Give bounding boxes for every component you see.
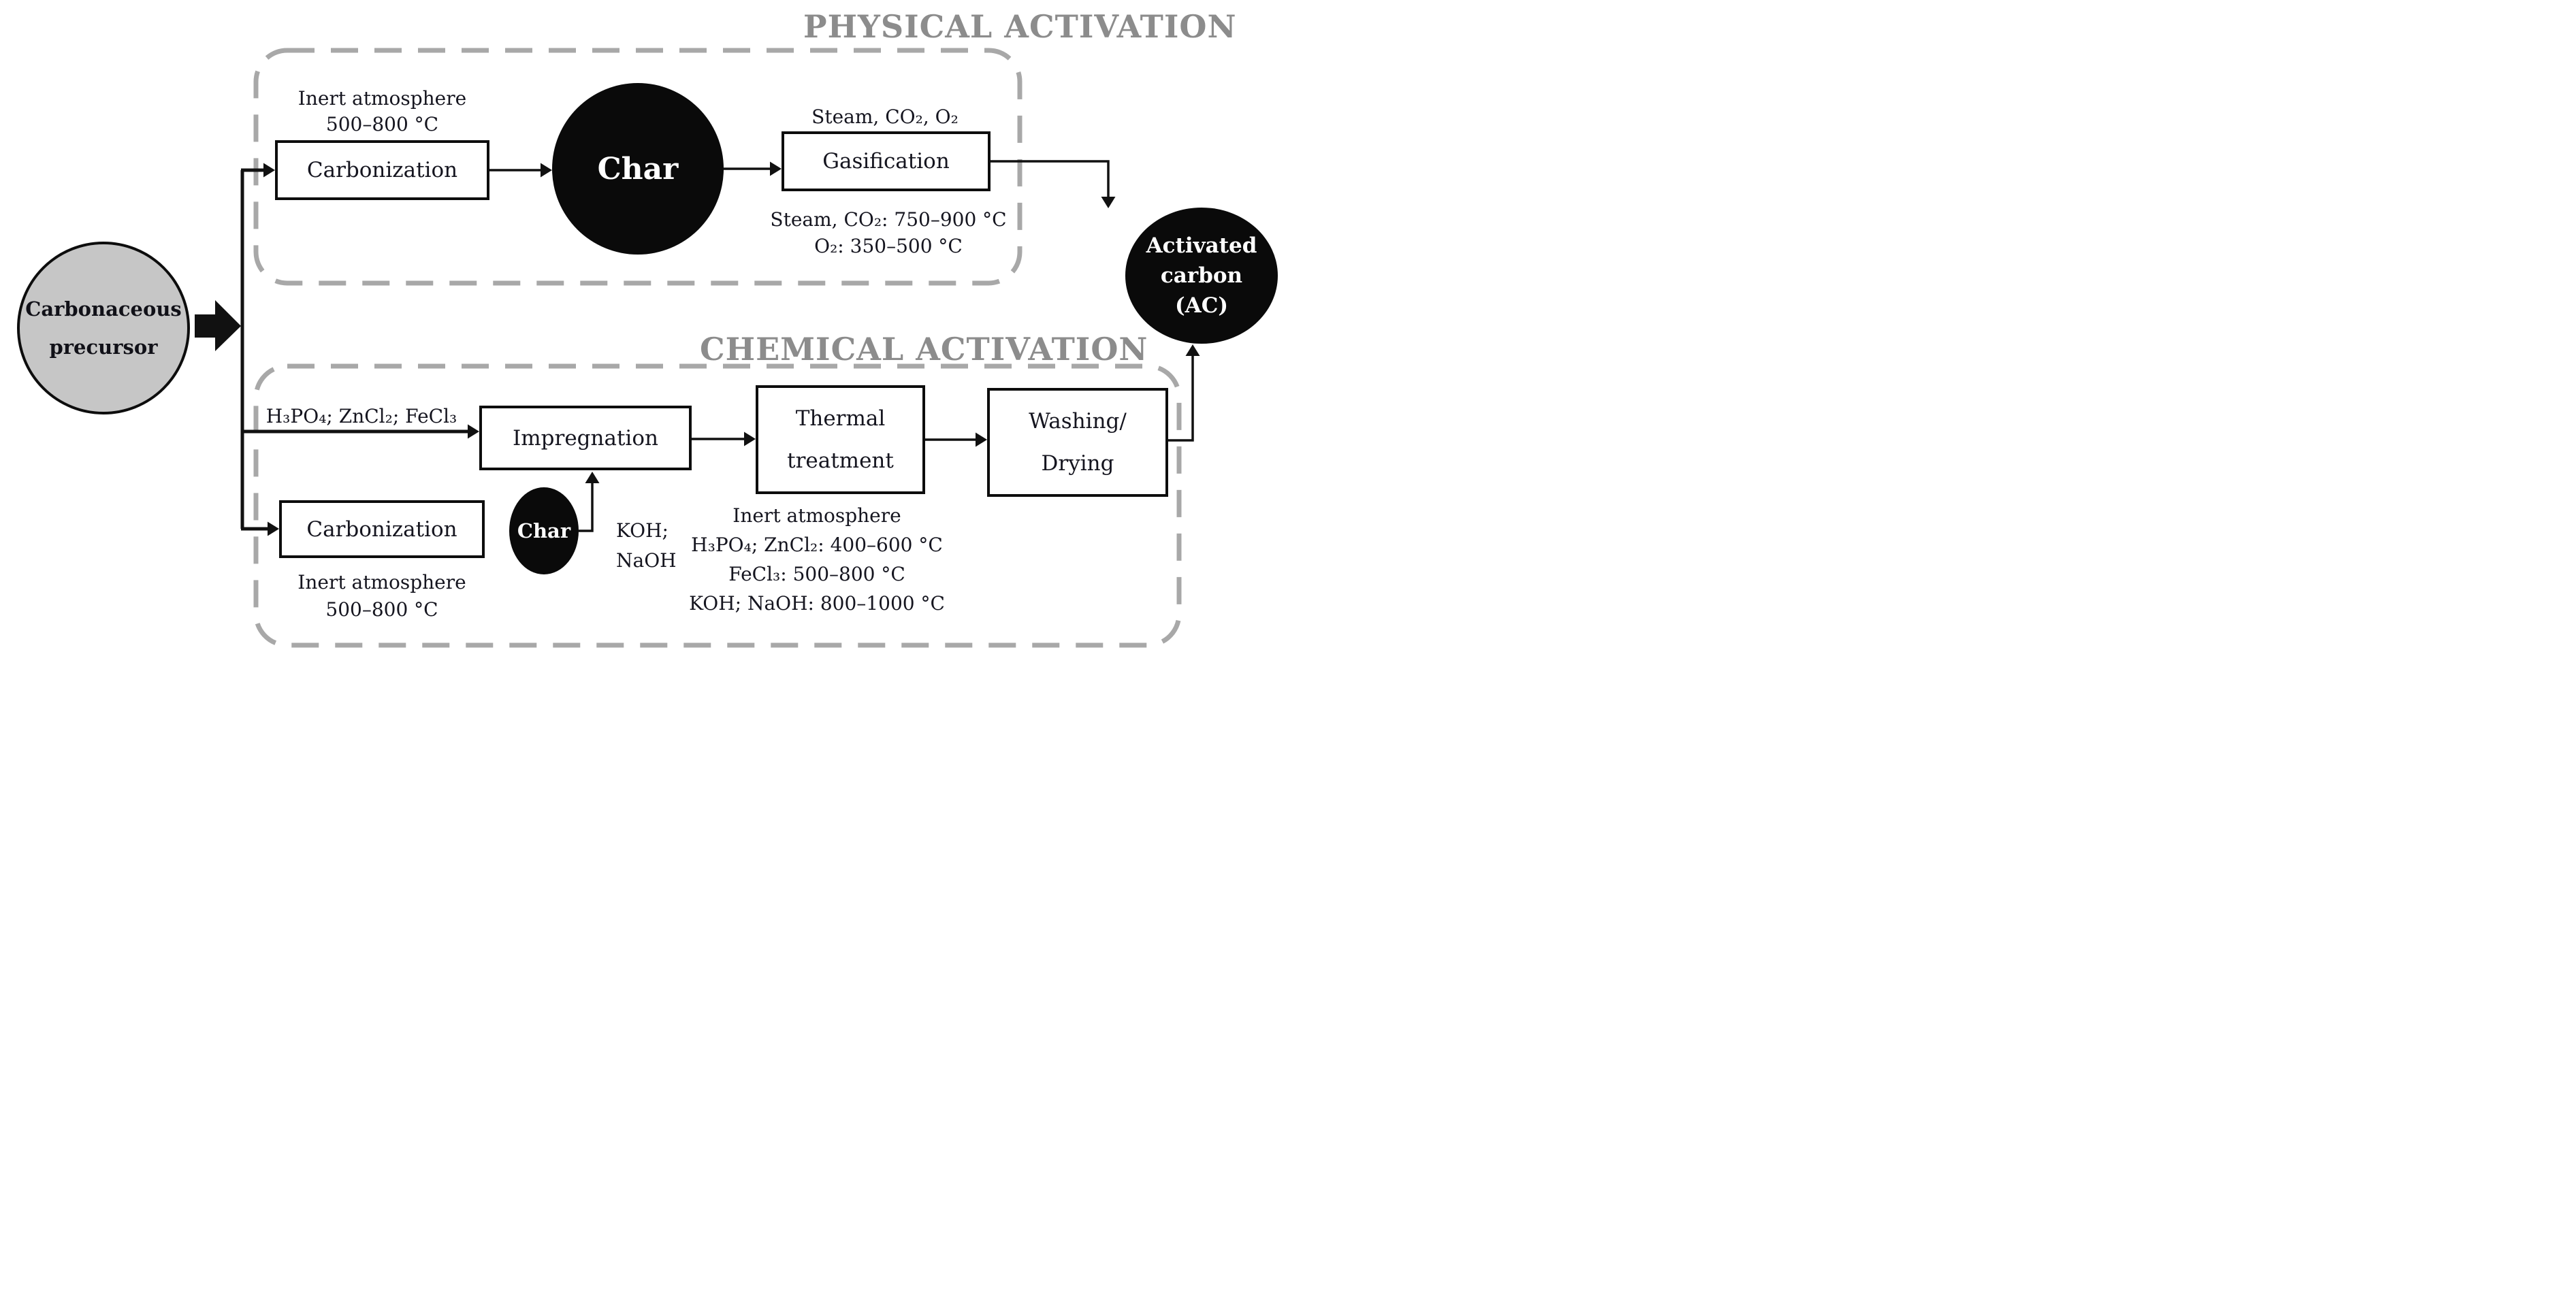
ac-label-line2: carbon [1160,263,1243,288]
inert-top-line2: 500–800 °C [325,113,439,135]
char-agents-note: KOH; NaOH [616,516,725,576]
washing-to-ac-line [1168,356,1194,442]
inert-bottom-line1: Inert atmosphere [297,571,466,593]
thermal-conditions-line4: KOH; NaOH: 800–1000 °C [689,592,945,615]
chemical-activation-title: CHEMICAL ACTIVATION [700,331,1148,368]
arrow-into-impregnation [468,424,479,439]
char-bottom-to-impregnation-line [579,483,594,532]
arrow-into-washing [976,432,987,447]
inert-atmosphere-bottom-note: Inert atmosphere 500–800 °C [279,569,485,623]
precursor-block-arrow [195,300,241,351]
carbonization-top-label: Carbonization [306,158,458,182]
arrow-into-char-top [541,163,552,178]
arrow-into-impregnation-bottom [585,472,600,483]
ac-label-line3: (AC) [1174,293,1229,318]
impregnation-agents-note: H₃PO₄; ZnCl₂; FeCl₃ [265,405,457,427]
washing-label-line2: Drying [1041,451,1114,476]
inert-top-line1: Inert atmosphere [297,87,467,110]
gasification-temps-line1: Steam, CO₂: 750–900 °C [770,208,1007,231]
char-agents-line2: NaOH [616,549,677,572]
gasification-agents-note: Steam, CO₂, O₂ [811,105,959,128]
thermal-label-line1: Thermal [795,406,886,431]
arrow-into-ac-bottom [1185,344,1200,356]
thermal-conditions-line3: FeCl₃: 500–800 °C [728,563,905,585]
char-top-node: Char [552,83,724,255]
inert-atmosphere-top-note: Inert atmosphere 500–800 °C [275,86,489,137]
gasification-node: Gasification [782,131,991,191]
thermal-label-line2: treatment [787,449,894,473]
carbonization-bottom-label: Carbonization [306,517,457,542]
arrow-into-carbonization-top [263,163,275,178]
carbonization-bottom-node: Carbonization [279,500,485,558]
inert-bottom-line2: 500–800 °C [325,598,438,621]
activated-carbon-node: Activated carbon (AC) [1125,208,1278,344]
physical-activation-title: PHYSICAL ACTIVATION [803,8,1237,45]
char-agents-line1: KOH; [616,519,669,542]
char-bottom-node: Char [509,487,579,574]
thermal-conditions-note: Inert atmosphere H₃PO₄; ZnCl₂: 400–600 °… [558,501,1076,618]
chemical-activation-boundary [253,363,1182,648]
connector-layer [195,48,1200,648]
physical-activation-boundary [253,48,1023,286]
arrow-into-carbonization-bottom [268,521,279,536]
gasification-label: Gasification [822,149,950,174]
thermal-conditions-line2: H₃PO₄; ZnCl₂: 400–600 °C [691,534,943,556]
arrow-into-thermal [744,431,756,446]
arrow-into-gasification [770,161,782,176]
char-bottom-label: Char [517,519,571,542]
gasification-to-ac-line [991,160,1110,197]
precursor-label-line1: Carbonaceous [25,297,182,321]
impregnation-node: Impregnation [479,406,692,470]
carbonization-top-node: Carbonization [275,140,489,200]
ac-label-line1: Activated [1146,233,1257,258]
washing-drying-node: Washing/ Drying [987,388,1168,497]
activated-carbon-flow-diagram: PHYSICAL ACTIVATION CHEMICAL ACTIVATION … [0,0,1288,652]
arrow-into-ac-top [1101,197,1116,208]
precursor-label-line2: precursor [49,336,158,359]
gasification-temps-note: Steam, CO₂: 750–900 °C O₂: 350–500 °C [756,206,1021,259]
thermal-conditions-line1: Inert atmosphere [732,504,901,527]
char-top-label: Char [597,151,679,186]
washing-label-line1: Washing/ [1029,409,1127,434]
gasification-temps-line2: O₂: 350–500 °C [814,235,963,257]
carbonaceous-precursor-node: Carbonaceous precursor [17,242,190,414]
thermal-treatment-node: Thermal treatment [756,385,925,494]
impregnation-label: Impregnation [513,425,658,451]
